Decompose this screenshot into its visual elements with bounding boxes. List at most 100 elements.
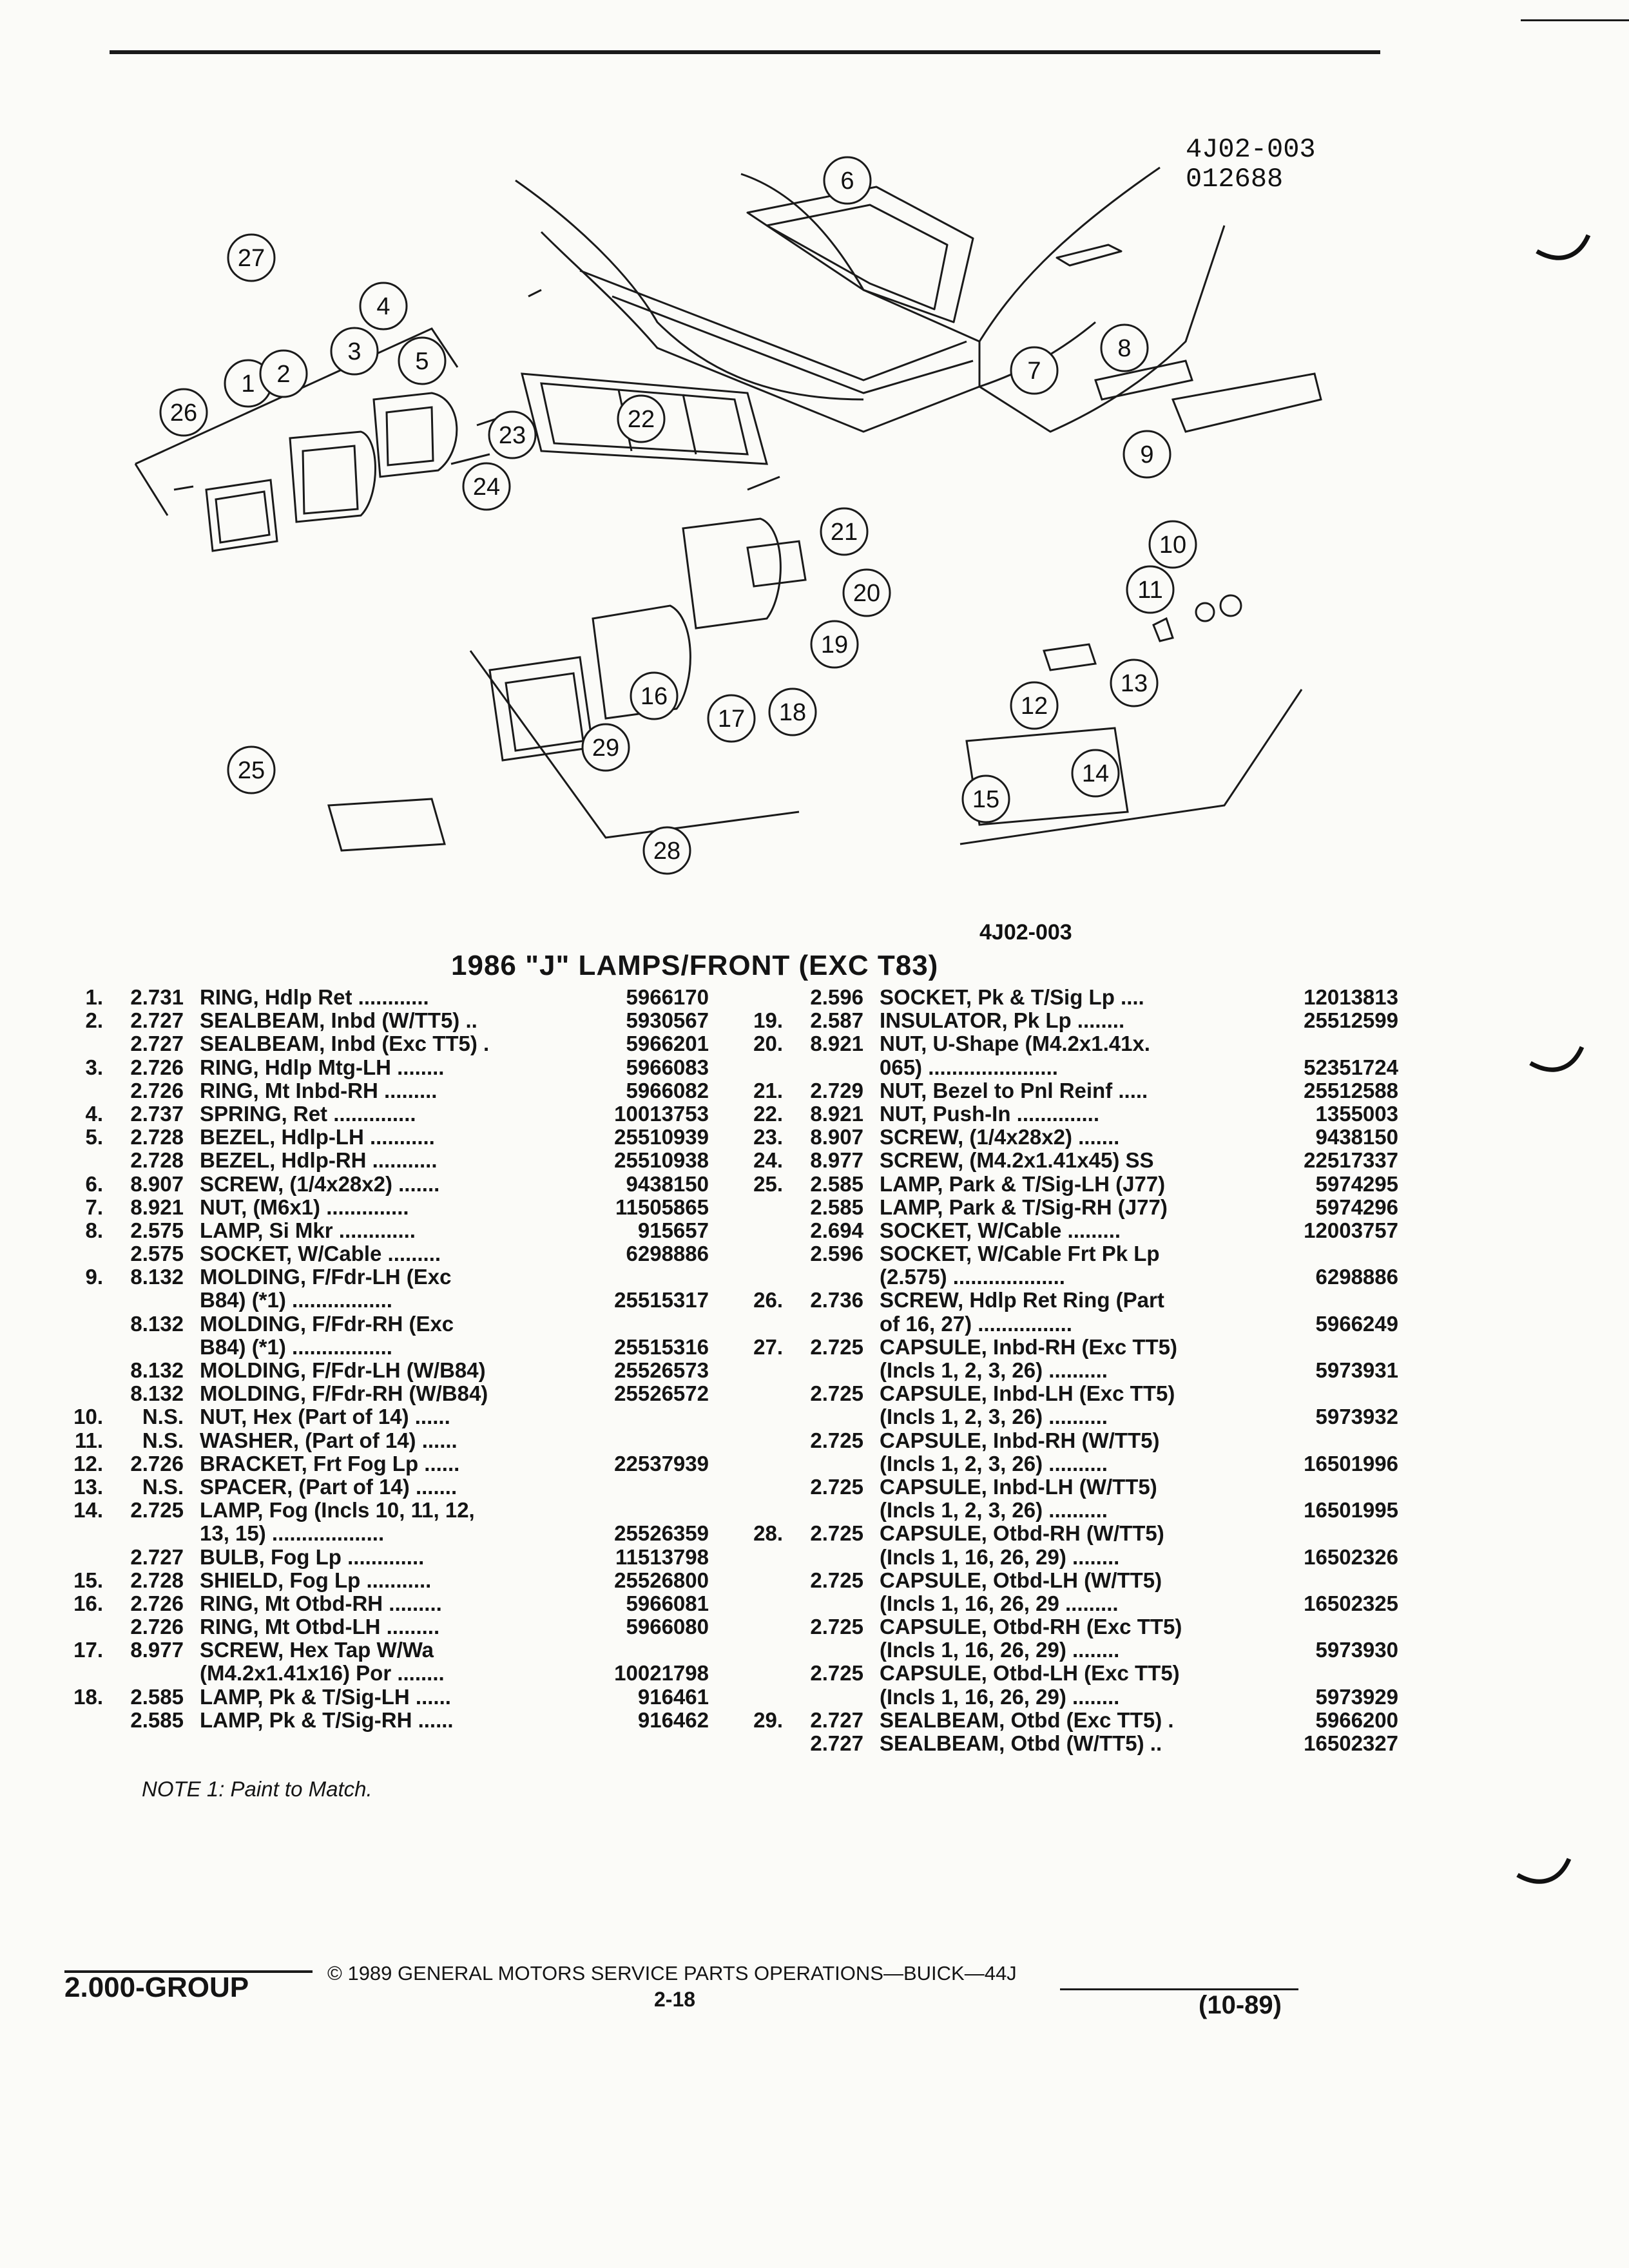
item-number xyxy=(735,1242,802,1265)
callout-label: 19 xyxy=(821,631,848,658)
group-number: 8.132 xyxy=(130,1265,184,1289)
item-number: 17. xyxy=(73,1638,103,1662)
top-rule xyxy=(110,50,1380,54)
part-description: RING, Mt Otbd-LH ......... xyxy=(200,1615,440,1639)
group-number: 2.725 xyxy=(810,1381,863,1406)
item-number: 28. xyxy=(753,1521,783,1546)
group-number xyxy=(802,1686,880,1709)
part-description: B84) (*1) ................. xyxy=(200,1289,392,1312)
callout-label: 3 xyxy=(347,338,361,365)
part-number: 25515317 xyxy=(614,1288,709,1312)
group-number: 2.575 xyxy=(130,1242,184,1266)
callout-label: 15 xyxy=(972,786,999,813)
group-number: 2.726 xyxy=(130,1591,184,1615)
item-number: 27. xyxy=(753,1334,783,1359)
part-description: LAMP, Park & T/Sig-LH (J77) xyxy=(880,1172,1166,1196)
binder-hole-mark xyxy=(1514,1856,1572,1894)
group-number: 2.726 xyxy=(130,1078,184,1102)
callout-label: 5 xyxy=(415,348,429,375)
part-number: 52351724 xyxy=(1304,1055,1398,1079)
part-number: 25512599 xyxy=(1304,1008,1398,1033)
callout-label: 17 xyxy=(718,706,745,733)
item-number: 16. xyxy=(73,1591,103,1615)
callout-26: 26 xyxy=(159,388,208,437)
item-number xyxy=(735,1475,802,1499)
callout-label: 28 xyxy=(653,838,680,865)
part-number: 25515316 xyxy=(614,1334,709,1359)
item-number: 20. xyxy=(753,1032,783,1056)
item-number xyxy=(48,1522,122,1545)
group-number: 8.132 xyxy=(130,1381,184,1406)
group-number xyxy=(802,1265,880,1289)
item-number xyxy=(735,1429,802,1452)
part-number: 916461 xyxy=(637,1684,709,1709)
footer-group-label: 2.000-GROUP xyxy=(64,1972,249,2003)
part-description: MOLDING, F/Fdr-LH (W/B84) xyxy=(200,1359,486,1382)
group-number: 2.727 xyxy=(810,1731,863,1755)
callout-label: 7 xyxy=(1027,358,1041,385)
item-number xyxy=(48,1615,122,1639)
group-number xyxy=(802,1592,880,1615)
group-number: 2.728 xyxy=(130,1125,184,1149)
part-number xyxy=(1260,1662,1398,1685)
parts-row: (Incls 1, 2, 3, 26) ..........16501996 xyxy=(735,1452,1398,1475)
callout-5: 5 xyxy=(398,336,447,385)
grouping-brackets xyxy=(134,327,1303,845)
part-description: CAPSULE, Otbd-RH (W/TT5) xyxy=(880,1522,1164,1546)
group-number xyxy=(122,1662,200,1685)
item-number: 26. xyxy=(753,1288,783,1312)
callout-label: 22 xyxy=(628,406,655,433)
item-number: 13. xyxy=(73,1474,103,1499)
part-description: SHIELD, Fog Lp ........... xyxy=(200,1568,432,1592)
part-number: 25510939 xyxy=(614,1125,709,1149)
item-number xyxy=(48,1382,122,1405)
callout-27: 27 xyxy=(227,233,276,282)
parts-row: (Incls 1, 16, 26, 29) ........16502326 xyxy=(735,1544,1398,1569)
part-description: RING, Hdlp Ret ............ xyxy=(200,986,429,1009)
part-description: RING, Mt Otbd-RH ......... xyxy=(200,1591,442,1615)
footer-rule-left xyxy=(64,1970,313,1973)
parts-row: 065) ......................52351724 xyxy=(735,1055,1398,1079)
part-number: 25512588 xyxy=(1304,1078,1398,1102)
item-number: 23. xyxy=(753,1125,783,1149)
group-number: 2.725 xyxy=(810,1568,863,1592)
part-description: NUT, Hex (Part of 14) ...... xyxy=(200,1405,450,1429)
group-number xyxy=(802,1546,880,1569)
group-number: 2.596 xyxy=(810,1242,863,1266)
group-number: 2.727 xyxy=(130,1032,184,1056)
part-description: SCREW, (M4.2x1.41x45) SS xyxy=(880,1149,1154,1173)
group-number: 2.725 xyxy=(810,1521,863,1546)
item-number xyxy=(735,1405,802,1428)
part-number: 16502326 xyxy=(1304,1544,1398,1569)
group-number xyxy=(802,1499,880,1522)
part-description: BULB, Fog Lp ............. xyxy=(200,1545,425,1569)
group-number xyxy=(802,1056,880,1079)
item-number xyxy=(735,1662,802,1685)
part-description: MOLDING, F/Fdr-LH (Exc xyxy=(200,1265,452,1289)
group-number: 2.585 xyxy=(810,1195,863,1219)
group-number xyxy=(802,1639,880,1662)
group-number: 2.596 xyxy=(810,985,863,1009)
part-number: 5966249 xyxy=(1315,1311,1398,1336)
part-description: (Incls 1, 2, 3, 26) .......... xyxy=(880,1359,1108,1382)
group-number xyxy=(802,1452,880,1475)
group-number: 8.921 xyxy=(810,1101,863,1126)
item-number: 10. xyxy=(73,1405,103,1429)
group-number: 8.977 xyxy=(810,1148,863,1173)
part-number: 915657 xyxy=(637,1218,709,1242)
callout-24: 24 xyxy=(462,462,511,511)
item-number xyxy=(48,1359,122,1382)
